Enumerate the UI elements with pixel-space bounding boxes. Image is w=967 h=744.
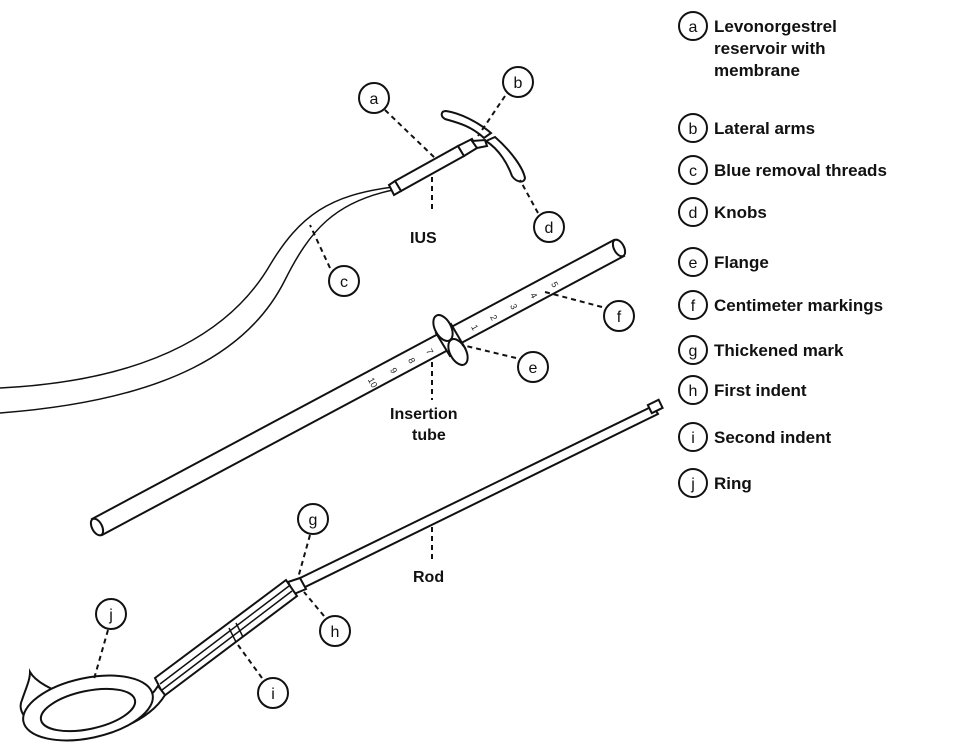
legend-item-j: j Ring — [678, 468, 752, 498]
svg-text:h: h — [331, 624, 340, 641]
legend-item-i: i Second indent — [678, 422, 831, 452]
legend-item-b: b Lateral arms — [678, 113, 815, 143]
legend-circle-e — [678, 247, 708, 277]
tube-marking: 8 — [406, 356, 417, 365]
callout-h: h — [319, 615, 351, 647]
legend-circle-c — [678, 155, 708, 185]
legend-text-h: First indent — [714, 381, 807, 400]
legend-letter-i: i — [691, 430, 695, 447]
svg-text:c: c — [340, 274, 348, 291]
legend-letter-g: g — [689, 343, 698, 360]
inserter-rod — [19, 398, 664, 742]
callout-i: i — [257, 677, 289, 709]
legend-circle-f — [678, 290, 708, 320]
ius-label: IUS — [410, 230, 437, 247]
legend-letter-j: j — [690, 476, 695, 493]
legend: a Levonorgestrel reservoir with membrane b La… — [678, 11, 887, 498]
legend-item-a: a Levonorgestrel reservoir with membrane — [678, 11, 837, 80]
legend-text-f: Centimeter markings — [714, 296, 883, 315]
legend-letter-h: h — [689, 383, 698, 400]
leader-lines — [93, 95, 603, 680]
legend-letter-c: c — [689, 163, 697, 180]
legend-letter-f: f — [691, 298, 696, 315]
tube-marking: 9 — [388, 366, 399, 375]
tube-marking: 1 — [469, 323, 480, 332]
legend-text-b: Lateral arms — [714, 119, 815, 138]
insertion-tube-label-line1: Insertion — [390, 406, 458, 423]
rod-label: Rod — [413, 569, 444, 586]
legend-text-i: Second indent — [714, 428, 831, 447]
legend-item-c: c Blue removal threads — [678, 155, 887, 185]
ius-device — [387, 109, 527, 197]
legend-text-j: Ring — [714, 474, 752, 493]
svg-text:g: g — [309, 512, 318, 529]
tube-marking: 4 — [528, 291, 539, 300]
svg-text:d: d — [545, 220, 554, 237]
legend-text-g: Thickened mark — [714, 341, 844, 360]
legend-item-d: d Knobs — [678, 197, 767, 227]
callout-e: e — [517, 351, 549, 383]
legend-letter-a: a — [689, 19, 698, 36]
legend-text-a: Levonorgestrel — [714, 17, 837, 36]
legend-circle-i — [678, 422, 708, 452]
callout-g: g — [297, 503, 329, 535]
legend-item-e: e Flange — [678, 247, 769, 277]
legend-letter-b: b — [689, 121, 698, 138]
legend-circle-g — [678, 335, 708, 365]
tube-marking: 7 — [424, 347, 435, 356]
svg-text:f: f — [617, 309, 622, 326]
tube-marking: 5 — [549, 280, 560, 289]
diagram-labels: IUS Insertion tube Rod — [390, 230, 458, 586]
callout-a: a — [358, 82, 390, 114]
legend-circle-d — [678, 197, 708, 227]
legend-item-h: h First indent — [678, 375, 807, 405]
legend-circle-h — [678, 375, 708, 405]
legend-circle-b — [678, 113, 708, 143]
callout-f: f — [603, 300, 635, 332]
callout-c: c — [328, 265, 360, 297]
legend-letter-d: d — [689, 205, 698, 222]
svg-text:a: a — [370, 91, 379, 108]
svg-text:b: b — [514, 75, 523, 92]
svg-text:e: e — [529, 360, 538, 377]
svg-text:i: i — [271, 686, 275, 703]
callout-b: b — [502, 66, 534, 98]
legend-text-e: Flange — [714, 253, 769, 272]
legend-circle-j — [678, 468, 708, 498]
callout-d: d — [533, 211, 565, 243]
legend-item-g: g Thickened mark — [678, 335, 844, 365]
callout-j: j — [95, 598, 127, 630]
legend-text-d: Knobs — [714, 203, 767, 222]
insertion-tube-label-line2: tube — [412, 427, 446, 444]
legend-text-a: membrane — [714, 61, 800, 80]
legend-circle-a — [678, 11, 708, 41]
tube-marking: 3 — [508, 302, 519, 311]
legend-letter-e: e — [689, 255, 698, 272]
tube-marking: 2 — [488, 313, 499, 322]
legend-item-f: f Centimeter markings — [678, 290, 883, 320]
tube-marking: 10 — [366, 376, 380, 390]
legend-text-c: Blue removal threads — [714, 161, 887, 180]
diagram-callouts: a b c d e f g h i j — [95, 66, 635, 709]
legend-text-a: reservoir with — [714, 39, 826, 58]
svg-text:j: j — [108, 607, 113, 624]
removal-threads — [0, 186, 394, 414]
